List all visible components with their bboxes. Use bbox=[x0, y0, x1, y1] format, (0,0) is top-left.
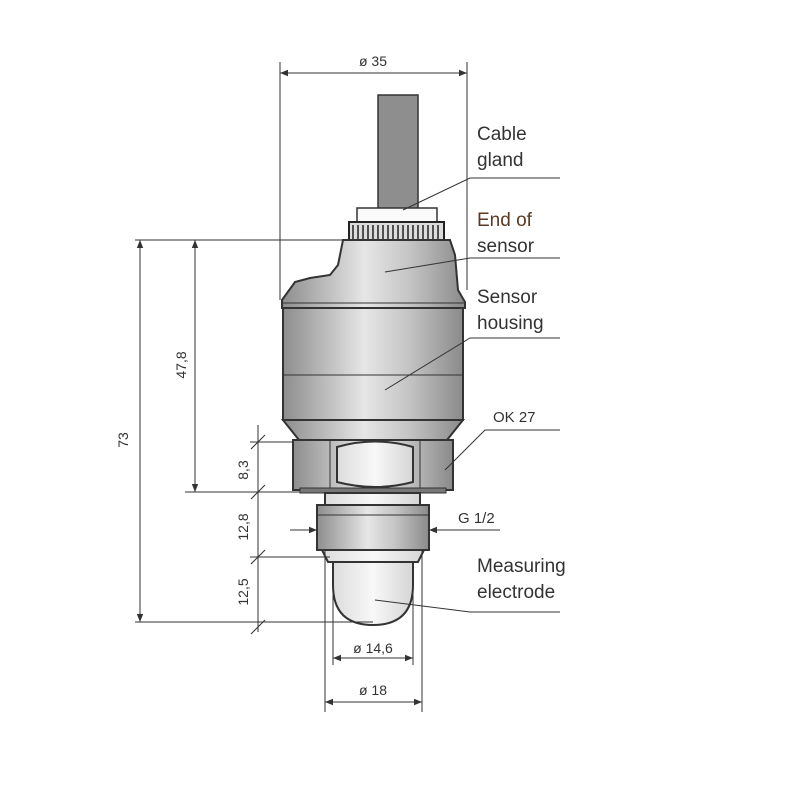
dim-label-12-8: 12,8 bbox=[235, 513, 251, 540]
callout-cable-gland: Cable gland bbox=[402, 124, 560, 211]
dimension-diameter-14-6: ø 14,6 bbox=[332, 585, 414, 665]
sensor-end-cap bbox=[281, 239, 466, 309]
dim-label-18: ø 18 bbox=[359, 682, 387, 698]
callout-ok27: OK 27 bbox=[444, 409, 560, 471]
label-line: End of bbox=[477, 210, 533, 231]
dimension-diameter-18: ø 18 bbox=[324, 550, 423, 712]
housing-taper bbox=[280, 419, 466, 441]
callout-end-of-sensor: End of sensor bbox=[384, 210, 560, 273]
thread-callout: G 1/2 bbox=[290, 510, 500, 534]
callout-sensor-housing: Sensor housing bbox=[384, 287, 560, 391]
cable-gland bbox=[356, 207, 438, 223]
dimension-hex: 8,3 12,8 12,5 bbox=[235, 425, 330, 635]
sensor-housing bbox=[282, 307, 464, 421]
cable bbox=[377, 94, 419, 211]
label-g-1-2: G 1/2 bbox=[458, 510, 495, 527]
dim-label-12-5: 12,5 bbox=[235, 578, 251, 605]
dimension-diameter-35: ø 35 bbox=[279, 53, 468, 300]
dimension-47-8: 47,8 bbox=[173, 240, 300, 493]
label-ok-27: OK 27 bbox=[493, 409, 536, 426]
dim-label-35: ø 35 bbox=[359, 53, 387, 69]
thread bbox=[316, 504, 430, 551]
hex-nut bbox=[292, 439, 454, 494]
dim-label-73: 73 bbox=[115, 432, 131, 448]
dim-label-47-8: 47,8 bbox=[173, 351, 189, 378]
knurled-ring bbox=[348, 221, 445, 241]
label-line: Measuring bbox=[477, 556, 566, 577]
label-line: sensor bbox=[477, 236, 535, 257]
thread-end bbox=[320, 549, 426, 563]
label-line: electrode bbox=[477, 582, 555, 603]
dim-label-8-3: 8,3 bbox=[235, 460, 251, 480]
label-line: housing bbox=[477, 313, 544, 334]
measuring-electrode bbox=[332, 561, 414, 627]
dim-label-14-6: ø 14,6 bbox=[353, 640, 393, 656]
label-line: gland bbox=[477, 150, 524, 171]
label-line: Cable bbox=[477, 124, 527, 145]
callout-measuring-electrode: Measuring electrode bbox=[374, 556, 566, 613]
label-line: Sensor bbox=[477, 287, 538, 308]
